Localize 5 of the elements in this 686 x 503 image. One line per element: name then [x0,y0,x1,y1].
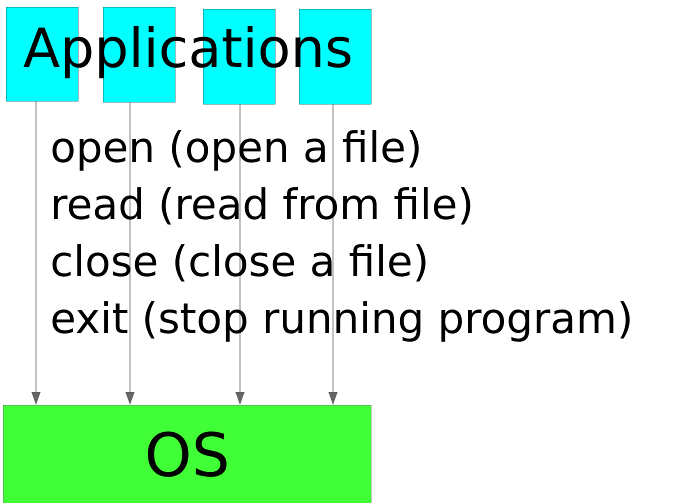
call-description: close (close a file) [52,244,426,282]
os-box: OS [3,405,372,503]
call-description: exit (stop running program) [52,301,630,342]
call-description: read (read from file) [54,187,470,225]
call-description: open (open a file) [52,130,419,171]
